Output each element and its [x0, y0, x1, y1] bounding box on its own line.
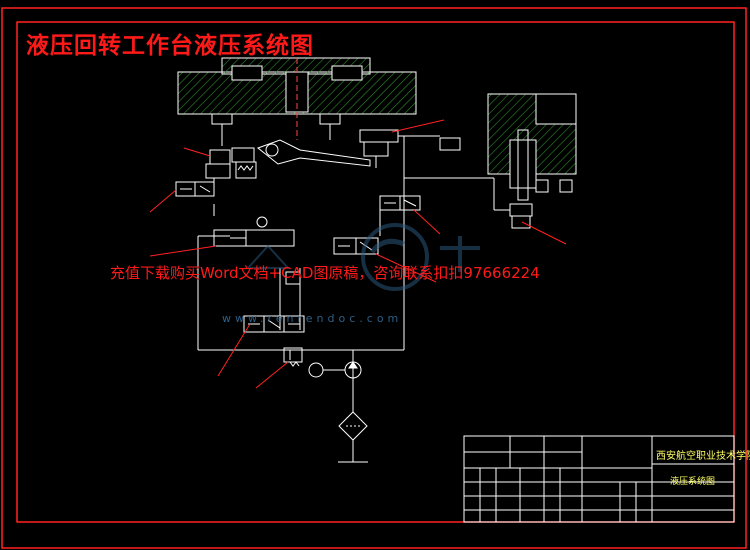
relief-valve [283, 347, 303, 367]
pump-motor [308, 361, 362, 379]
valve-solenoid [285, 237, 379, 285]
watermark-url: www.renrendoc.com [222, 312, 403, 325]
title-block [463, 435, 735, 523]
title-block-drawing-name: 液压系统图 [670, 477, 716, 487]
watermark-logo [245, 223, 480, 291]
valve-middle [379, 195, 421, 211]
valve-left [175, 181, 215, 197]
indexing-lever [205, 139, 371, 179]
main-cylinder [213, 216, 295, 247]
title-block-school: 西安航空职业技术学院 [656, 451, 750, 462]
inner-frame [16, 21, 735, 523]
download-watermark: 充值下载购买Word文档+CAD图原稿，咨询联系扣扣97666224 [110, 264, 540, 282]
drawing-title: 液压回转工作台液压系统图 [26, 33, 314, 59]
filter [338, 411, 368, 441]
leader-lines [149, 119, 567, 389]
rotary-table-section [177, 57, 417, 146]
outer-frame [1, 7, 747, 549]
clamp-section [404, 93, 577, 229]
